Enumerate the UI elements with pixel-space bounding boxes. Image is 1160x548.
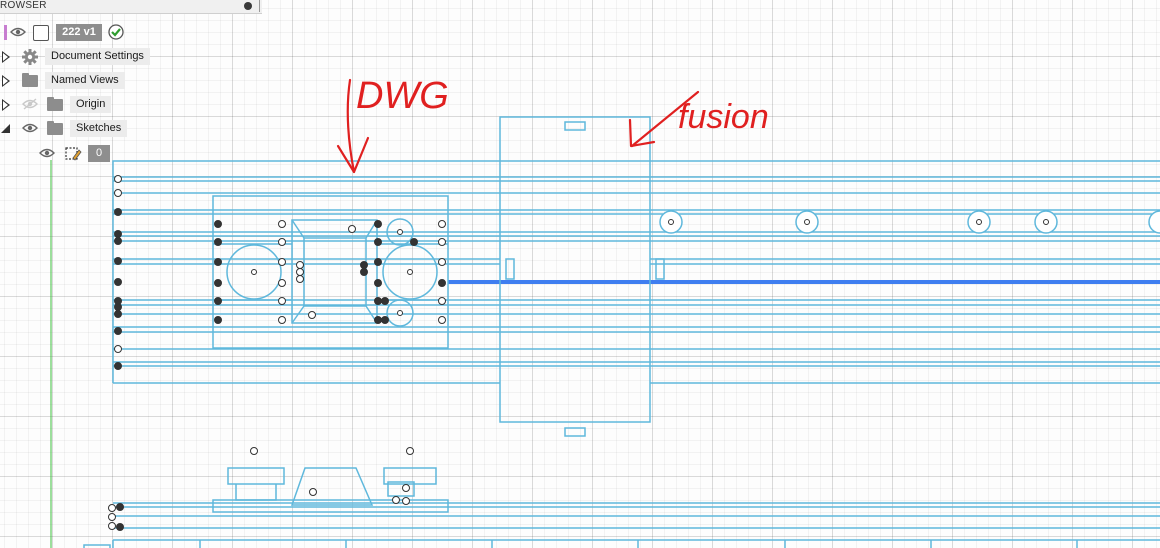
lower-profile[interactable] bbox=[83, 467, 1160, 548]
browser-title: ROWSER bbox=[0, 0, 47, 11]
dwg-profile[interactable] bbox=[112, 160, 1160, 384]
annotation-dwg: DWG bbox=[356, 75, 449, 117]
lower-holes bbox=[108, 447, 414, 531]
fusion-rectangle[interactable] bbox=[499, 116, 665, 437]
browser-item-document-settings[interactable]: Document Settings bbox=[0, 47, 160, 67]
browser-item-label: Named Views bbox=[45, 72, 125, 89]
sketch-label[interactable]: 0 bbox=[88, 145, 110, 162]
annotation-fusion: fusion bbox=[678, 98, 769, 136]
annotation-arrows bbox=[336, 78, 700, 174]
eye-icon[interactable] bbox=[22, 122, 38, 134]
component-icon bbox=[33, 25, 49, 41]
folder-icon bbox=[47, 121, 63, 135]
eye-hidden-icon[interactable] bbox=[22, 98, 38, 110]
check-icon bbox=[108, 24, 124, 40]
root-component-label[interactable]: 222 v1 bbox=[56, 24, 102, 41]
browser-item-label: Origin bbox=[70, 96, 112, 113]
active-indicator bbox=[4, 25, 7, 40]
eye-icon[interactable] bbox=[10, 26, 26, 38]
expand-arrow-icon[interactable] bbox=[2, 51, 10, 63]
gear-icon bbox=[22, 49, 38, 65]
browser-header[interactable]: ROWSER bbox=[0, 0, 262, 14]
expand-arrow-icon[interactable] bbox=[2, 99, 10, 111]
eye-icon[interactable] bbox=[39, 147, 55, 159]
plate-holes bbox=[214, 220, 446, 324]
folder-icon bbox=[47, 97, 63, 111]
browser-item-sketches[interactable]: Sketches bbox=[0, 119, 160, 139]
browser-item-named-views[interactable]: Named Views bbox=[0, 71, 160, 91]
edge-holes bbox=[114, 175, 122, 370]
sketch-icon bbox=[65, 147, 82, 161]
panel-pin-icon[interactable] bbox=[244, 2, 252, 10]
browser-root-row[interactable]: 222 v1 bbox=[0, 23, 140, 43]
rail-circle-centers bbox=[668, 219, 1049, 225]
browser-item-label: Sketches bbox=[70, 120, 128, 137]
folder-icon bbox=[22, 73, 38, 87]
panel-divider bbox=[259, 0, 262, 12]
browser-item-label: Document Settings bbox=[45, 48, 150, 65]
browser-item-origin[interactable]: Origin bbox=[0, 95, 160, 115]
collapse-arrow-icon[interactable] bbox=[1, 124, 10, 133]
expand-arrow-icon[interactable] bbox=[2, 75, 10, 87]
